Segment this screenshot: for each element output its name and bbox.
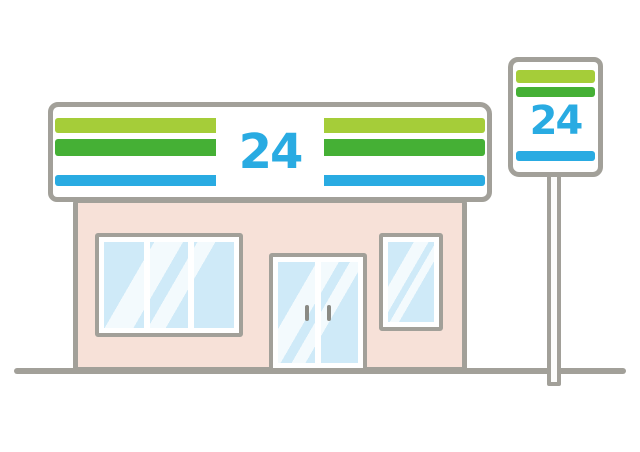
door-handle-left [305, 304, 309, 321]
storefront [73, 198, 467, 372]
left-window [95, 233, 243, 337]
door-center-mullion [315, 262, 321, 363]
left-window-glass [104, 242, 234, 328]
pole-sign: 24 [508, 57, 603, 177]
window-mullion [187, 242, 194, 328]
store-sign-24-label: 24 [216, 110, 324, 194]
door-handle-right [327, 304, 331, 321]
pole-sign-24-label: 24 [529, 98, 584, 144]
pole-sign-blue-stripe [516, 151, 595, 161]
pole-sign-lime-stripe [516, 70, 595, 83]
door-glass [278, 262, 358, 363]
sign-pole [547, 170, 561, 386]
window-mullion [144, 242, 151, 328]
pole-sign-green-stripe [516, 87, 595, 97]
right-window [379, 233, 443, 331]
right-window-glass [388, 242, 434, 322]
store-sign: 24 [48, 102, 492, 202]
entrance-door [269, 253, 367, 372]
